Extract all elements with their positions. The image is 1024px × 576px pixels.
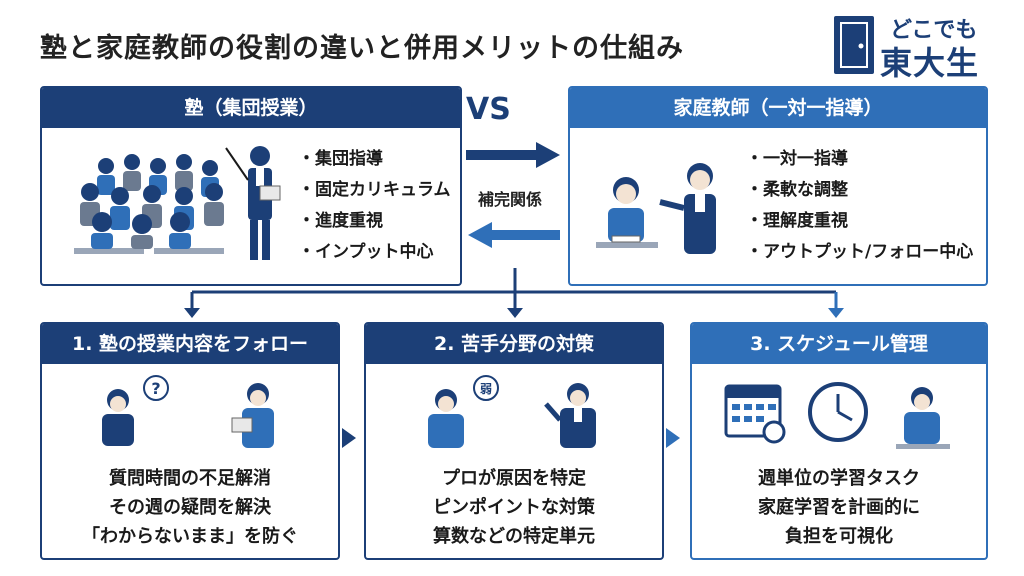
- juku-bullets: 集団指導 固定カリキュラム 進度重視 インプット中心: [298, 144, 451, 268]
- branch-connector: [184, 268, 844, 318]
- benefit-line: プロが原因を特定: [442, 468, 586, 489]
- benefit-line: 負担を可視化: [785, 526, 893, 547]
- benefit-description: 質問時間の不足解消 その週の疑問を解決 「わからないまま」を防ぐ: [42, 464, 338, 551]
- benefit-line: 週単位の学習タスク: [758, 468, 920, 489]
- juku-header: 塾（集団授業）: [42, 88, 460, 128]
- juku-bullet: 固定カリキュラム: [298, 175, 451, 206]
- benefit-line: 算数などの特定単元: [433, 526, 595, 547]
- flow-arrow-icon: [666, 428, 680, 448]
- calendar-icon: [724, 384, 786, 444]
- clock-icon: [808, 382, 868, 442]
- tutor-bullet: アウトプット/フォロー中心: [746, 237, 973, 268]
- tutoring-illustration: [596, 163, 716, 254]
- benefit-card-1: 1. 塾の授業内容をフォロー ? 質問時間の不足解消 その週の疑問を解決 「わか…: [40, 322, 340, 560]
- weakness-illustration: 弱: [428, 375, 596, 448]
- benefit-line: 家庭学習を計画的に: [758, 497, 920, 518]
- weak-badge-icon: 弱: [480, 381, 492, 396]
- benefit-line: 「わからないまま」を防ぐ: [82, 526, 298, 547]
- tutor-bullets: 一対一指導 柔軟な調整 理解度重視 アウトプット/フォロー中心: [746, 144, 973, 268]
- logo-text-bottom: 東大生: [880, 44, 980, 82]
- schedule-illustration: [724, 382, 950, 449]
- tutor-box: 家庭教師（一対一指導） 一対一指導 柔軟な調整 理解度重視 アウトプット/フォロ…: [568, 86, 988, 286]
- benefit-description: プロが原因を特定 ピンポイントな対策 算数などの特定単元: [366, 464, 662, 551]
- question-mark-icon: ?: [151, 379, 160, 398]
- door-icon: [834, 16, 874, 74]
- tutor-header: 家庭教師（一対一指導）: [570, 88, 986, 128]
- benefit-line: ピンポイントな対策: [433, 497, 595, 518]
- benefit-header: 3. スケジュール管理: [692, 324, 986, 364]
- classroom-illustration: [74, 146, 281, 260]
- tutor-bullet: 理解度重視: [746, 206, 973, 237]
- benefit-card-2: 2. 苦手分野の対策 弱 プロが原因を特定 ピンポイントな対策 算数などの特定単…: [364, 322, 664, 560]
- page-title: 塾と家庭教師の役割の違いと併用メリットの仕組み: [40, 33, 684, 64]
- benefit-line: 質問時間の不足解消: [109, 468, 271, 489]
- brand-logo: [832, 12, 1004, 78]
- juku-bullet: 集団指導: [298, 144, 451, 175]
- juku-bullet: インプット中心: [298, 237, 451, 268]
- benefit-description: 週単位の学習タスク 家庭学習を計画的に 負担を可視化: [692, 464, 986, 551]
- juku-box: 塾（集団授業）: [40, 86, 462, 286]
- benefit-header: 1. 塾の授業内容をフォロー: [42, 324, 338, 364]
- question-illustration: ?: [102, 375, 274, 448]
- flow-arrow-icon: [342, 428, 356, 448]
- tutor-bullet: 柔軟な調整: [746, 175, 973, 206]
- arrow-right-icon: [466, 142, 560, 168]
- benefit-line: その週の疑問を解決: [109, 497, 271, 518]
- benefit-header: 2. 苦手分野の対策: [366, 324, 662, 364]
- arrow-left-icon: [468, 222, 560, 248]
- juku-bullet: 進度重視: [298, 206, 451, 237]
- benefit-card-3: 3. スケジュール管理 週単位の学習タスク 家庭学習を計画的に 負担を可視化: [690, 322, 988, 560]
- vs-label: VS: [466, 92, 511, 127]
- tutor-bullet: 一対一指導: [746, 144, 973, 175]
- logo-text-top: どこでも: [890, 18, 978, 43]
- complement-label: 補完関係: [478, 190, 543, 209]
